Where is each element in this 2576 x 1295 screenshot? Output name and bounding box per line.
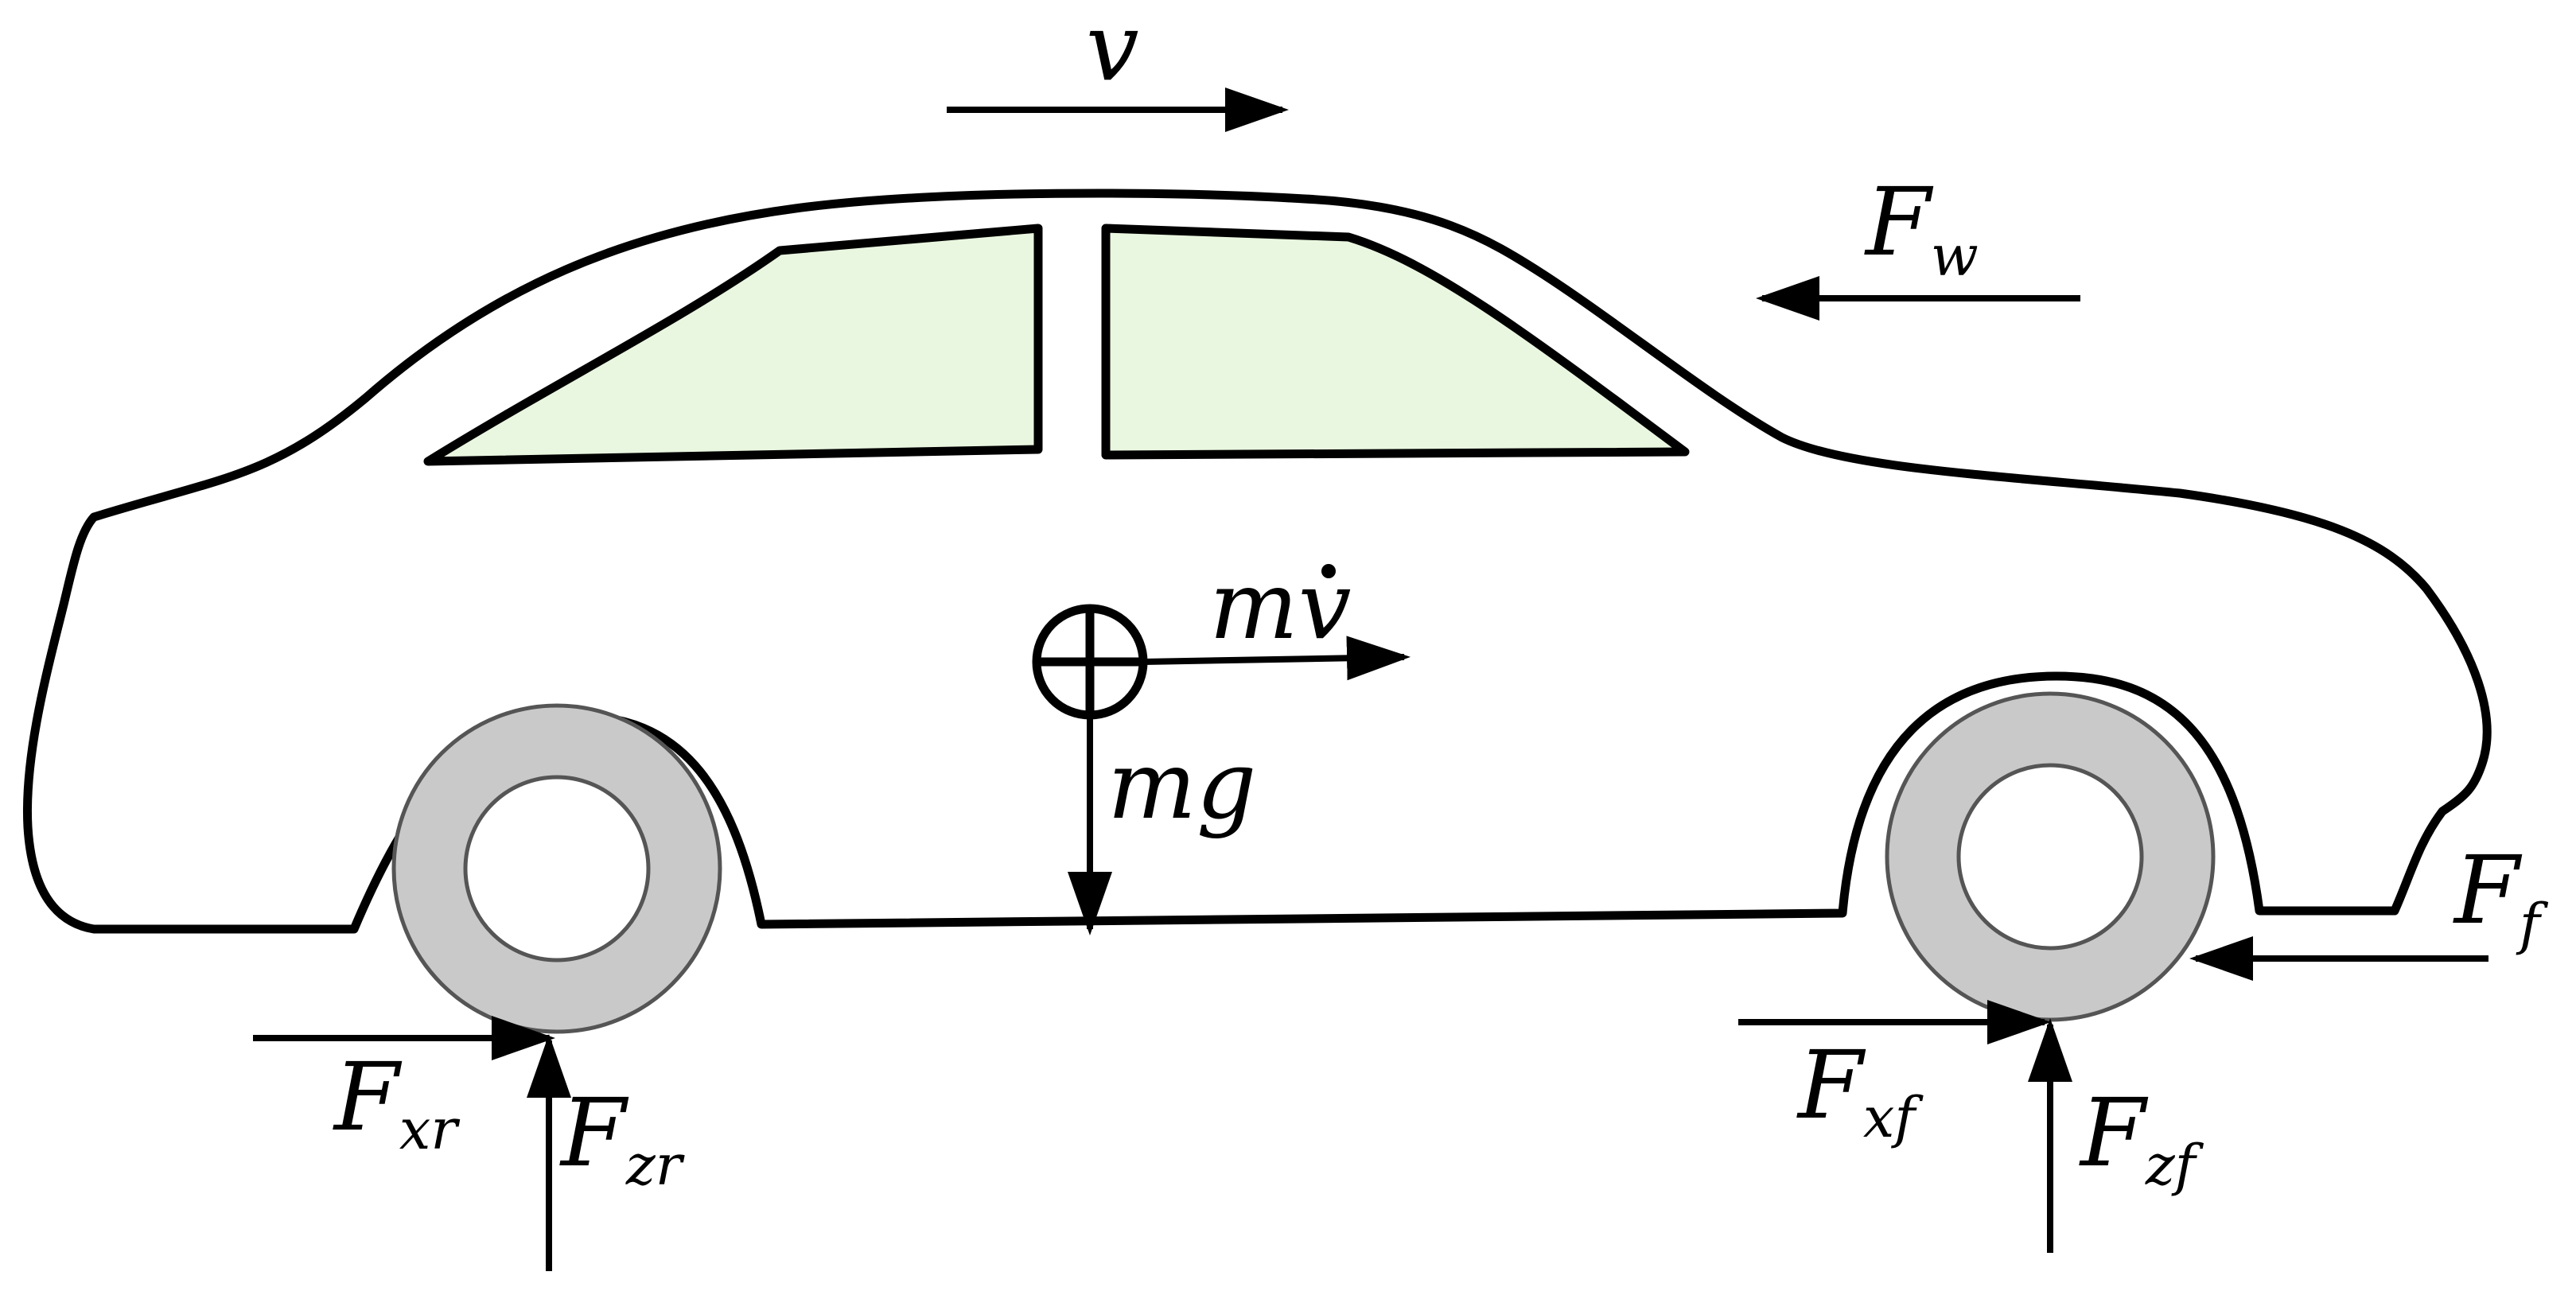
label-m-vdot: mv [1209, 550, 1352, 660]
label-F-zf: Fzf [2079, 1078, 2204, 1198]
inertia-arrow [1142, 636, 1411, 681]
front-window [1101, 224, 1690, 460]
vdot-dot [1321, 564, 1336, 578]
center-of-gravity-icon [1032, 604, 1148, 720]
label-F-w: Fw [1864, 167, 1979, 289]
label-mg: mg [1107, 730, 1256, 840]
label-F-xf: Fxf [1796, 1030, 1924, 1150]
rear-window [423, 224, 1043, 466]
label-v: v [1086, 0, 1139, 102]
rear-wheel [391, 703, 722, 1034]
label-F-f: Ff [2453, 835, 2549, 957]
label-F-zr: Fzr [559, 1078, 685, 1198]
label-F-xr: Fxr [333, 1042, 460, 1162]
front-wheel [1885, 691, 2216, 1022]
